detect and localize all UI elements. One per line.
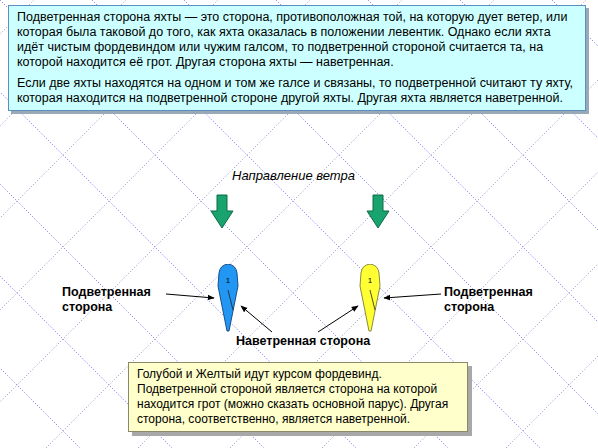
- boat-blue: 1: [216, 264, 240, 332]
- hull-outline: [360, 264, 380, 331]
- leeward-label: Подветренная сторона: [62, 285, 166, 315]
- wind-arrow: [211, 195, 233, 228]
- boat-yellow: 1: [358, 264, 382, 332]
- leader-line: [241, 306, 272, 332]
- callout-number: 1: [358, 276, 382, 285]
- leeward-label: Подветренная сторона: [444, 285, 548, 315]
- windward-label: Наветренная сторона: [236, 334, 370, 349]
- boat-hull: [216, 264, 240, 332]
- mainsail-boom: [370, 290, 375, 310]
- paragraph-text: Подветренная сторона яхты — это сторона,…: [17, 10, 577, 70]
- mainsail-boom: [228, 290, 233, 310]
- hull-outline: [218, 264, 238, 331]
- paragraph-text: Голубой и Желтый идут курсом фордевинд. …: [137, 367, 459, 427]
- definition-box: Подветренная сторона яхты — это сторона,…: [8, 5, 586, 111]
- wind-arrow: [367, 195, 389, 228]
- note-box: Голубой и Желтый идут курсом фордевинд. …: [128, 362, 468, 432]
- leader-line: [318, 306, 358, 332]
- leader-line: [166, 294, 214, 298]
- callout-number: 1: [216, 276, 240, 285]
- leader-line: [384, 294, 441, 298]
- paragraph-text: Если две яхты находятся на одном и том ж…: [17, 76, 577, 106]
- wind-label: Направление ветра: [232, 168, 355, 183]
- boat-hull: [358, 264, 382, 332]
